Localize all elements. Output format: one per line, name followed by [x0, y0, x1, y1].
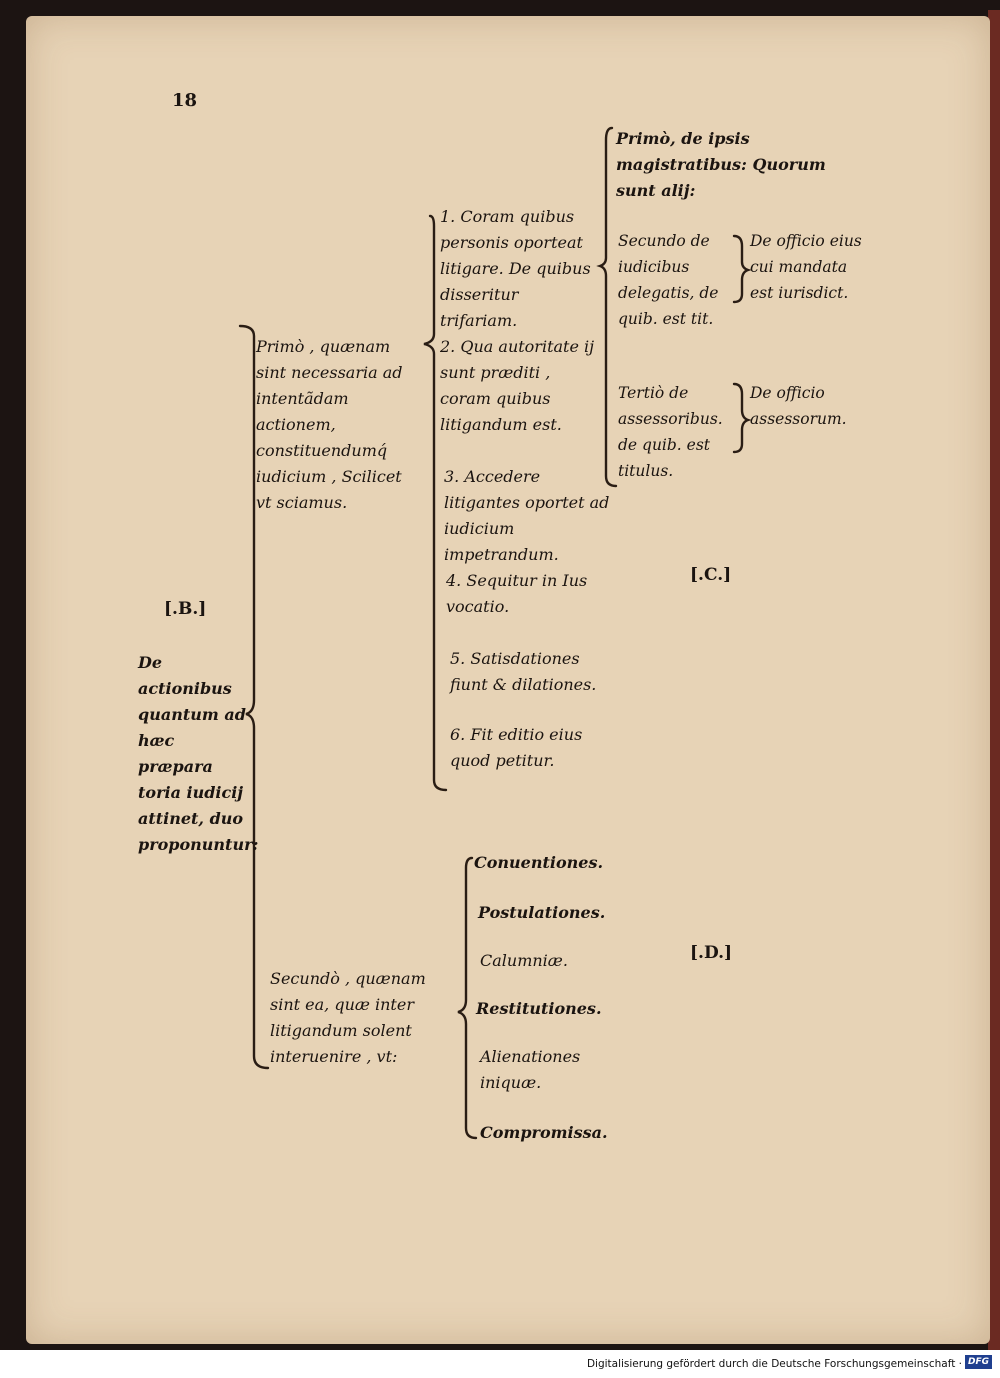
second-item-5: Alienationes iniquæ. [480, 1047, 581, 1092]
first-item-1: 1. Coram quibus personis oporteat litiga… [440, 207, 591, 330]
second-item-4: Restitutiones. [476, 999, 602, 1018]
trifariam-secundo: Secundo de iudicibus delegatis, de quib.… [618, 232, 719, 328]
first-item-3: 3. Accedere litigantes oportet ad iudici… [444, 467, 610, 564]
trifariam-brace [596, 126, 618, 488]
first-item-5: 5. Satisdationes fiunt & dilationes. [450, 649, 597, 694]
second-brace [457, 856, 478, 1140]
footer-bar: Digitalisierung gefördert durch die Deut… [0, 1350, 1000, 1378]
secundo-brace [732, 234, 752, 304]
trifariam-tertio: Tertiò de assessoribus. de quib. est tit… [618, 384, 723, 480]
first-item-6: 6. Fit editio eius quod petitur. [450, 725, 583, 770]
first-brace [423, 214, 448, 792]
label-c: [.C.] [690, 565, 732, 585]
first-item-4: 4. Sequitur in Ius vocatio. [446, 571, 588, 616]
footer-credit: Digitalisierung gefördert durch die Deut… [586, 1358, 962, 1370]
trifariam-secundo-sub: De officio eius cui mandata est iurisdic… [750, 232, 862, 302]
trifariam-primo: Primò, de ipsis magistratibus: Quorum su… [616, 129, 826, 200]
trifariam-tertio-sub: De officio assessorum. [750, 384, 847, 428]
first-section-text: Primò , quænam sint necessaria ad intent… [256, 337, 403, 512]
second-item-1: Conuentiones. [474, 853, 604, 872]
second-item-2: Postulationes. [478, 903, 606, 922]
label-b: [.B.] [164, 599, 207, 619]
root-heading: De actionibus quantum ad hæc præpara tor… [138, 653, 259, 854]
tertio-brace [732, 382, 752, 454]
second-item-3: Calumniæ. [480, 951, 568, 970]
first-item-2: 2. Qua autoritate ij sunt præditi , cora… [440, 337, 595, 434]
book-page [26, 16, 990, 1344]
root-brace [238, 324, 270, 1070]
second-item-6: Compromissa. [480, 1123, 608, 1142]
dfg-logo-icon: DFG [964, 1355, 992, 1369]
label-d: [.D.] [690, 943, 733, 963]
second-section-text: Secundò , quænam sint ea, quæ inter liti… [270, 969, 426, 1066]
book-edge [988, 10, 1000, 1350]
page-number: 18 [172, 90, 198, 111]
